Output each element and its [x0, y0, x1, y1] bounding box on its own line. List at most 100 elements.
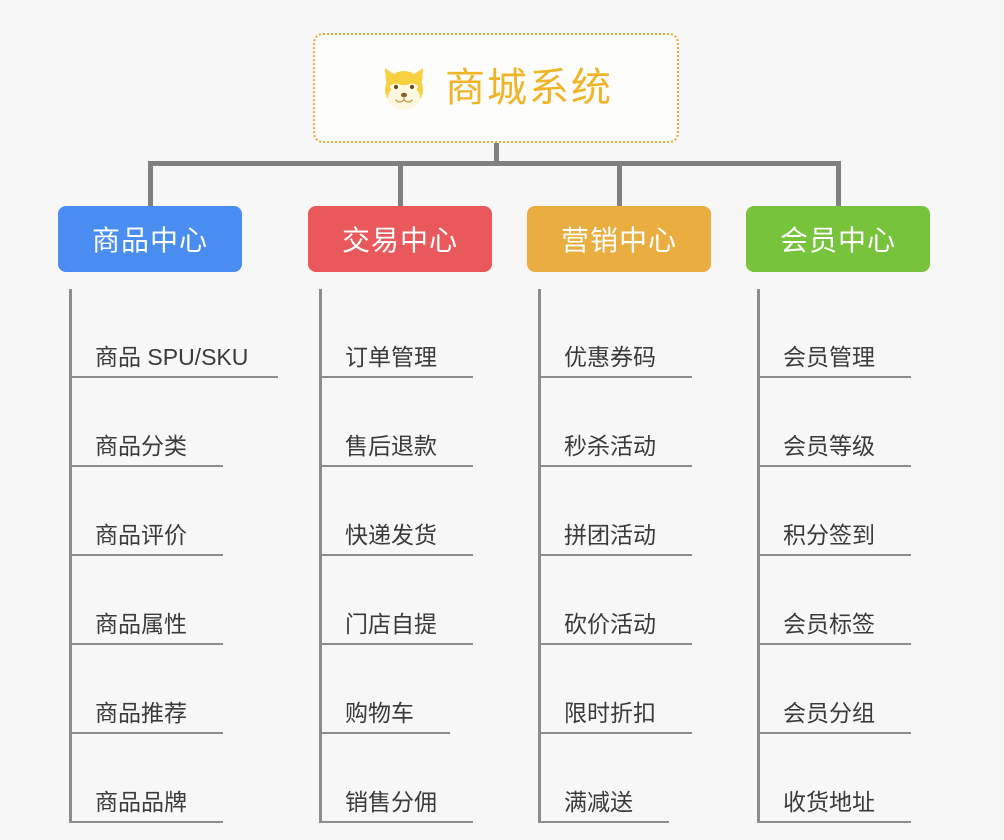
list-item[interactable]: 满减送 — [539, 734, 711, 823]
leaf-underline — [540, 643, 692, 645]
leaf-label: 商品分类 — [95, 433, 187, 459]
leaf-label: 拼团活动 — [564, 522, 656, 548]
list-item[interactable]: 砍价活动 — [539, 556, 711, 645]
category-header-marketing[interactable]: 营销中心 — [527, 206, 711, 272]
category-column-product: 商品中心 商品 SPU/SKU 商品分类 商品评价 商品属性 商品推荐 — [58, 206, 278, 823]
trunk-line — [757, 289, 760, 823]
list-item[interactable]: 售后退款 — [320, 378, 492, 467]
leaf-underline — [321, 465, 473, 467]
leaf-label: 购物车 — [345, 700, 414, 726]
trunk-line — [69, 289, 72, 823]
leaf-list-product: 商品 SPU/SKU 商品分类 商品评价 商品属性 商品推荐 商品品牌 — [58, 289, 278, 823]
leaf-label: 快递发货 — [345, 522, 437, 548]
leaf-underline — [71, 554, 223, 556]
list-item[interactable]: 快递发货 — [320, 467, 492, 556]
leaf-underline — [540, 465, 692, 467]
leaf-underline — [540, 732, 692, 734]
list-item[interactable]: 商品评价 — [70, 467, 242, 556]
trunk-line — [538, 289, 541, 823]
leaf-label: 商品属性 — [95, 611, 187, 637]
category-column-member: 会员中心 会员管理 会员等级 积分签到 会员标签 会员分组 — [746, 206, 930, 823]
leaf-underline — [759, 376, 911, 378]
leaf-label: 会员分组 — [783, 700, 875, 726]
list-item[interactable]: 积分签到 — [758, 467, 930, 556]
list-item[interactable]: 购物车 — [320, 645, 492, 734]
leaf-label: 收货地址 — [783, 789, 875, 815]
trunk-line — [319, 289, 322, 823]
list-item[interactable]: 收货地址 — [758, 734, 930, 823]
list-item[interactable]: 商品品牌 — [70, 734, 242, 823]
connector-drop-0 — [148, 161, 153, 206]
leaf-underline — [759, 465, 911, 467]
list-item[interactable]: 优惠券码 — [539, 289, 711, 378]
list-item[interactable]: 拼团活动 — [539, 467, 711, 556]
leaf-underline — [321, 376, 473, 378]
leaf-label: 售后退款 — [345, 433, 437, 459]
category-header-label: 交易中心 — [341, 225, 458, 256]
list-item[interactable]: 限时折扣 — [539, 645, 711, 734]
category-column-marketing: 营销中心 优惠券码 秒杀活动 拼团活动 砍价活动 限时折扣 — [527, 206, 711, 823]
leaf-underline — [321, 732, 450, 734]
leaf-label: 订单管理 — [345, 344, 437, 370]
leaf-label: 会员标签 — [783, 611, 875, 637]
shiba-dog-icon — [379, 62, 431, 114]
list-item[interactable]: 商品 SPU/SKU — [70, 289, 278, 378]
leaf-underline — [71, 821, 223, 823]
leaf-underline — [71, 732, 223, 734]
list-item[interactable]: 秒杀活动 — [539, 378, 711, 467]
leaf-underline — [759, 732, 911, 734]
leaf-underline — [540, 821, 669, 823]
root-node[interactable]: 商城系统 — [313, 33, 679, 143]
list-item[interactable]: 会员管理 — [758, 289, 930, 378]
leaf-label: 优惠券码 — [564, 344, 656, 370]
leaf-underline — [321, 643, 473, 645]
leaf-label: 销售分佣 — [345, 789, 437, 815]
connector-bus — [150, 161, 839, 166]
leaf-label: 会员等级 — [783, 433, 875, 459]
list-item[interactable]: 门店自提 — [320, 556, 492, 645]
leaf-list-marketing: 优惠券码 秒杀活动 拼团活动 砍价活动 限时折扣 满减送 — [527, 289, 711, 823]
connector-drop-3 — [836, 161, 841, 206]
leaf-label: 限时折扣 — [564, 700, 656, 726]
leaf-label: 满减送 — [564, 789, 633, 815]
leaf-underline — [321, 821, 473, 823]
category-header-label: 商品中心 — [91, 225, 208, 256]
list-item[interactable]: 商品分类 — [70, 378, 242, 467]
list-item[interactable]: 会员标签 — [758, 556, 930, 645]
leaf-label: 商品 SPU/SKU — [95, 344, 249, 370]
list-item[interactable]: 会员等级 — [758, 378, 930, 467]
leaf-label: 商品品牌 — [95, 789, 187, 815]
leaf-underline — [759, 643, 911, 645]
category-header-member[interactable]: 会员中心 — [746, 206, 930, 272]
list-item[interactable]: 订单管理 — [320, 289, 492, 378]
leaf-label: 会员管理 — [783, 344, 875, 370]
leaf-label: 商品评价 — [95, 522, 187, 548]
leaf-underline — [540, 376, 692, 378]
leaf-label: 门店自提 — [345, 611, 437, 637]
leaf-label: 商品推荐 — [95, 700, 187, 726]
leaf-label: 砍价活动 — [564, 611, 656, 637]
list-item[interactable]: 会员分组 — [758, 645, 930, 734]
leaf-underline — [71, 465, 223, 467]
category-header-label: 会员中心 — [779, 225, 896, 256]
category-column-trade: 交易中心 订单管理 售后退款 快递发货 门店自提 购物车 — [308, 206, 492, 823]
leaf-label: 积分签到 — [783, 522, 875, 548]
leaf-list-member: 会员管理 会员等级 积分签到 会员标签 会员分组 收货地址 — [746, 289, 930, 823]
leaf-underline — [71, 376, 278, 378]
leaf-underline — [71, 643, 223, 645]
leaf-underline — [759, 821, 911, 823]
leaf-underline — [540, 554, 692, 556]
leaf-underline — [321, 554, 473, 556]
category-header-product[interactable]: 商品中心 — [58, 206, 242, 272]
list-item[interactable]: 商品推荐 — [70, 645, 242, 734]
category-header-label: 营销中心 — [560, 225, 677, 256]
list-item[interactable]: 商品属性 — [70, 556, 242, 645]
leaf-label: 秒杀活动 — [564, 433, 656, 459]
category-header-trade[interactable]: 交易中心 — [308, 206, 492, 272]
root-title: 商城系统 — [445, 66, 613, 110]
leaf-list-trade: 订单管理 售后退款 快递发货 门店自提 购物车 销售分佣 — [308, 289, 492, 823]
leaf-underline — [759, 554, 911, 556]
connector-drop-2 — [617, 161, 622, 206]
list-item[interactable]: 销售分佣 — [320, 734, 492, 823]
